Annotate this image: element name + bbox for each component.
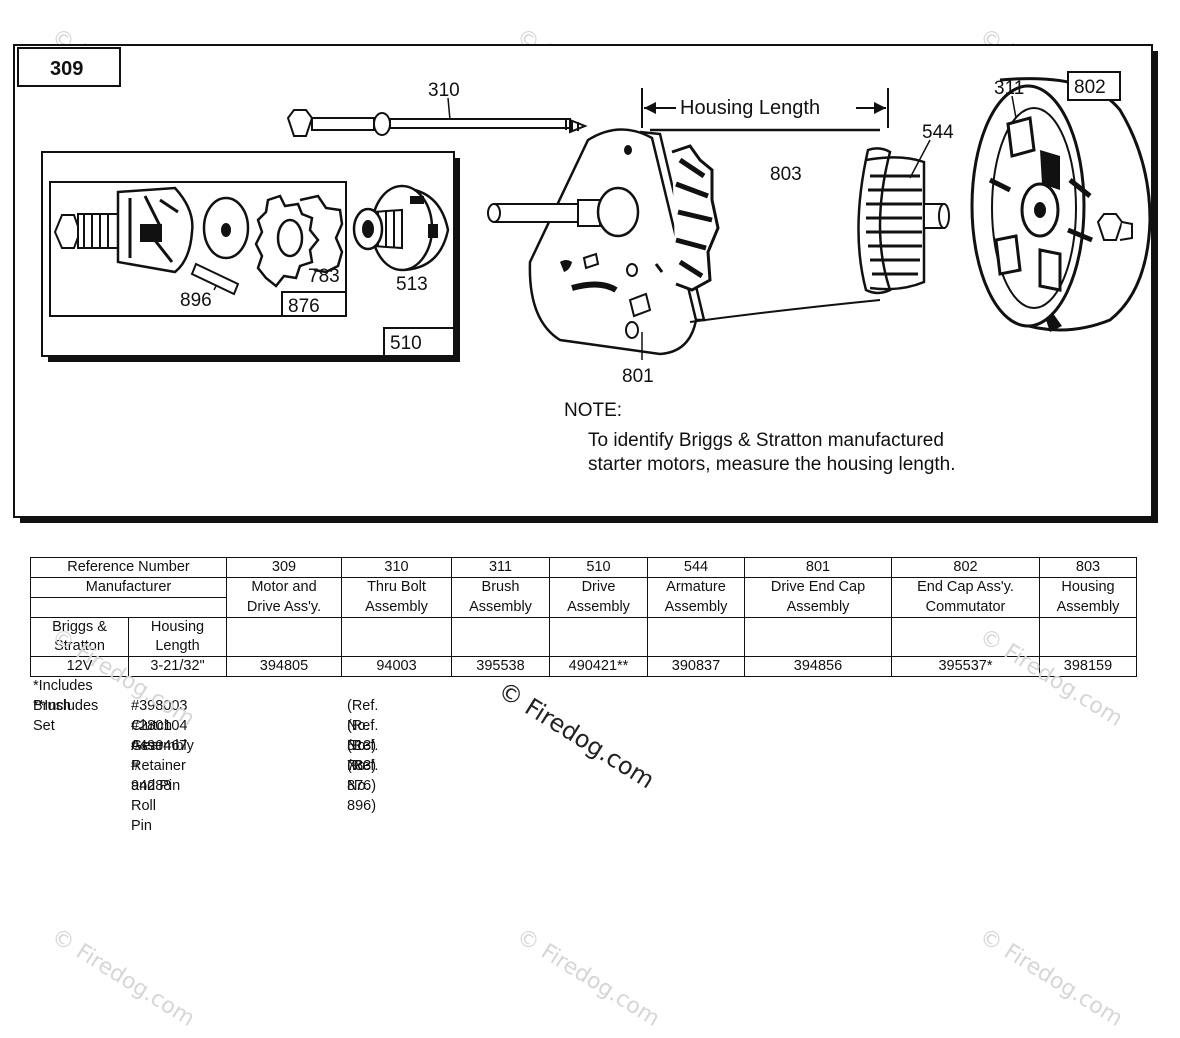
desc-cell: Assembly [549,597,648,618]
footnote-part: # 94288 Roll Pin [131,758,172,834]
callout-retainer: 876 [288,296,320,317]
ref-cell: 510 [549,557,648,578]
desc-cell: Drive [549,577,648,598]
part-number-cell: 395537* [891,655,1040,677]
drive-assembly: 896 876 783 513 510 [41,151,460,362]
footnote-text: *Includes Brush Set [33,678,93,734]
housing-length-label: Housing Length [680,97,820,119]
housing: 803 [650,128,881,323]
part-number-cell: 398159 [1039,655,1137,677]
desc-cell: Brush [451,577,550,598]
retainer-tag [281,291,347,317]
gear [254,194,344,288]
part-number-cell: 94003 [341,655,452,677]
note-line-2: starter motors, measure the housing leng… [588,454,956,475]
table-row-subheader: Briggs & Housing [30,616,1137,657]
footnote-ref: (Ref. No. 896) [347,758,379,814]
ref-cell: 802 [891,557,1040,578]
leader-line [213,285,217,291]
voltage-cell: 12V [30,655,129,677]
callout-clutch: 513 [396,274,428,295]
callout-drive-end-cap: 801 [622,366,654,387]
callout-roll-pin: 896 [180,290,212,311]
desc-cell: Thru Bolt [341,577,452,598]
part-number-cell: 394856 [744,655,892,677]
header-reference-number: Reference Number [30,557,227,578]
end-cap: 311 802 [970,71,1152,332]
watermark: © Firedog.com [512,924,664,1032]
ref-cell: 801 [744,557,892,578]
group-tab [17,47,121,87]
clutch-assembly [352,184,450,272]
housing-length-dimension: Housing Length [641,88,889,128]
length-cell: 3-21/32" [128,655,227,677]
thru-bolt: 310 [286,80,588,137]
ref-cell: 311 [451,557,550,578]
desc-cell: Assembly [744,597,892,618]
note-title: NOTE: [564,400,622,421]
subheader-length: Length [128,636,227,657]
desc-cell: Commutator [891,597,1040,618]
desc-cell: Drive Ass'y. [226,597,342,618]
table-row-description-2: Drive Ass'y. Assembly Assembly Assembly … [30,597,1137,618]
pinion-housing [53,186,194,274]
footnote-ref: (Ref. No. 783) [347,718,379,774]
watermark: © Firedog.com [975,924,1127,1032]
spacer-cell [30,597,227,618]
group-label: 309 [50,58,83,80]
ref-cell: 310 [341,557,452,578]
desc-cell: Motor and [226,577,342,598]
part-number-cell: 490421** [549,655,648,677]
callout-brush: 311 [994,78,1024,99]
footnote-part: #490467 Retainer and Pin [131,738,188,794]
part-number-cell: 395538 [451,655,550,677]
note-block: NOTE: To identify Briggs & Stratton manu… [564,400,956,475]
exploded-parts-diagram: © Firedog.com © Firedog.com © Firedog.co… [13,24,1158,523]
footnote-part: #280104 Gear [131,718,188,754]
watermark: © Firedog.com [47,924,199,1032]
desc-cell: Assembly [341,597,452,618]
drive-tag [383,327,455,357]
washer [202,196,250,260]
desc-cell: Assembly [647,597,745,618]
header-manufacturer: Manufacturer [30,577,227,598]
part-number-cell: 390837 [647,655,745,677]
callout-housing: 803 [770,164,802,185]
callout-armature: 544 [922,122,954,143]
desc-cell: Assembly [1039,597,1137,618]
footnote-ref: (Ref. No. 513) [347,698,379,754]
ref-cell: 544 [647,557,745,578]
retainer-box [49,181,347,317]
footnote-ref: (Ref. No. 876) [347,738,379,794]
ref-cell: 309 [226,557,342,578]
desc-cell: End Cap Ass'y. [891,577,1040,598]
note-line-1: To identify Briggs & Stratton manufactur… [588,430,944,451]
callout-gear: 783 [308,266,340,287]
subheader-housing: Housing [128,616,227,637]
desc-cell: Armature [647,577,745,598]
subheader-stratton: Stratton [30,636,129,657]
ref-cell: 803 [1039,557,1137,578]
table-row-values: 12V 3-21/32" 394805 94003 395538 490421*… [30,655,1137,677]
footnote-prefix: **Includes [33,698,99,714]
watermark: © Firedog.com [493,676,660,795]
callout-end-cap: 802 [1074,77,1106,98]
armature: 544 [857,122,954,295]
end-cap-tag [1067,71,1121,101]
subheader-briggs: Briggs & [30,616,129,637]
roll-pin [190,262,240,296]
desc-cell: Assembly [451,597,550,618]
part-number-cell: 394805 [226,655,342,677]
footnote-part: #398003 Clutch Assembly [131,698,194,754]
callout-drive: 510 [390,333,422,354]
table-row-reference: Reference Number 309 310 311 510 544 801… [30,557,1137,578]
desc-cell: Housing [1039,577,1137,598]
parts-table: Reference Number 309 310 311 510 544 801… [30,557,1137,677]
callout-thru-bolt: 310 [428,80,460,101]
desc-cell: Drive End Cap [744,577,892,598]
table-row-description: Manufacturer Motor and Thru Bolt Brush D… [30,577,1137,598]
